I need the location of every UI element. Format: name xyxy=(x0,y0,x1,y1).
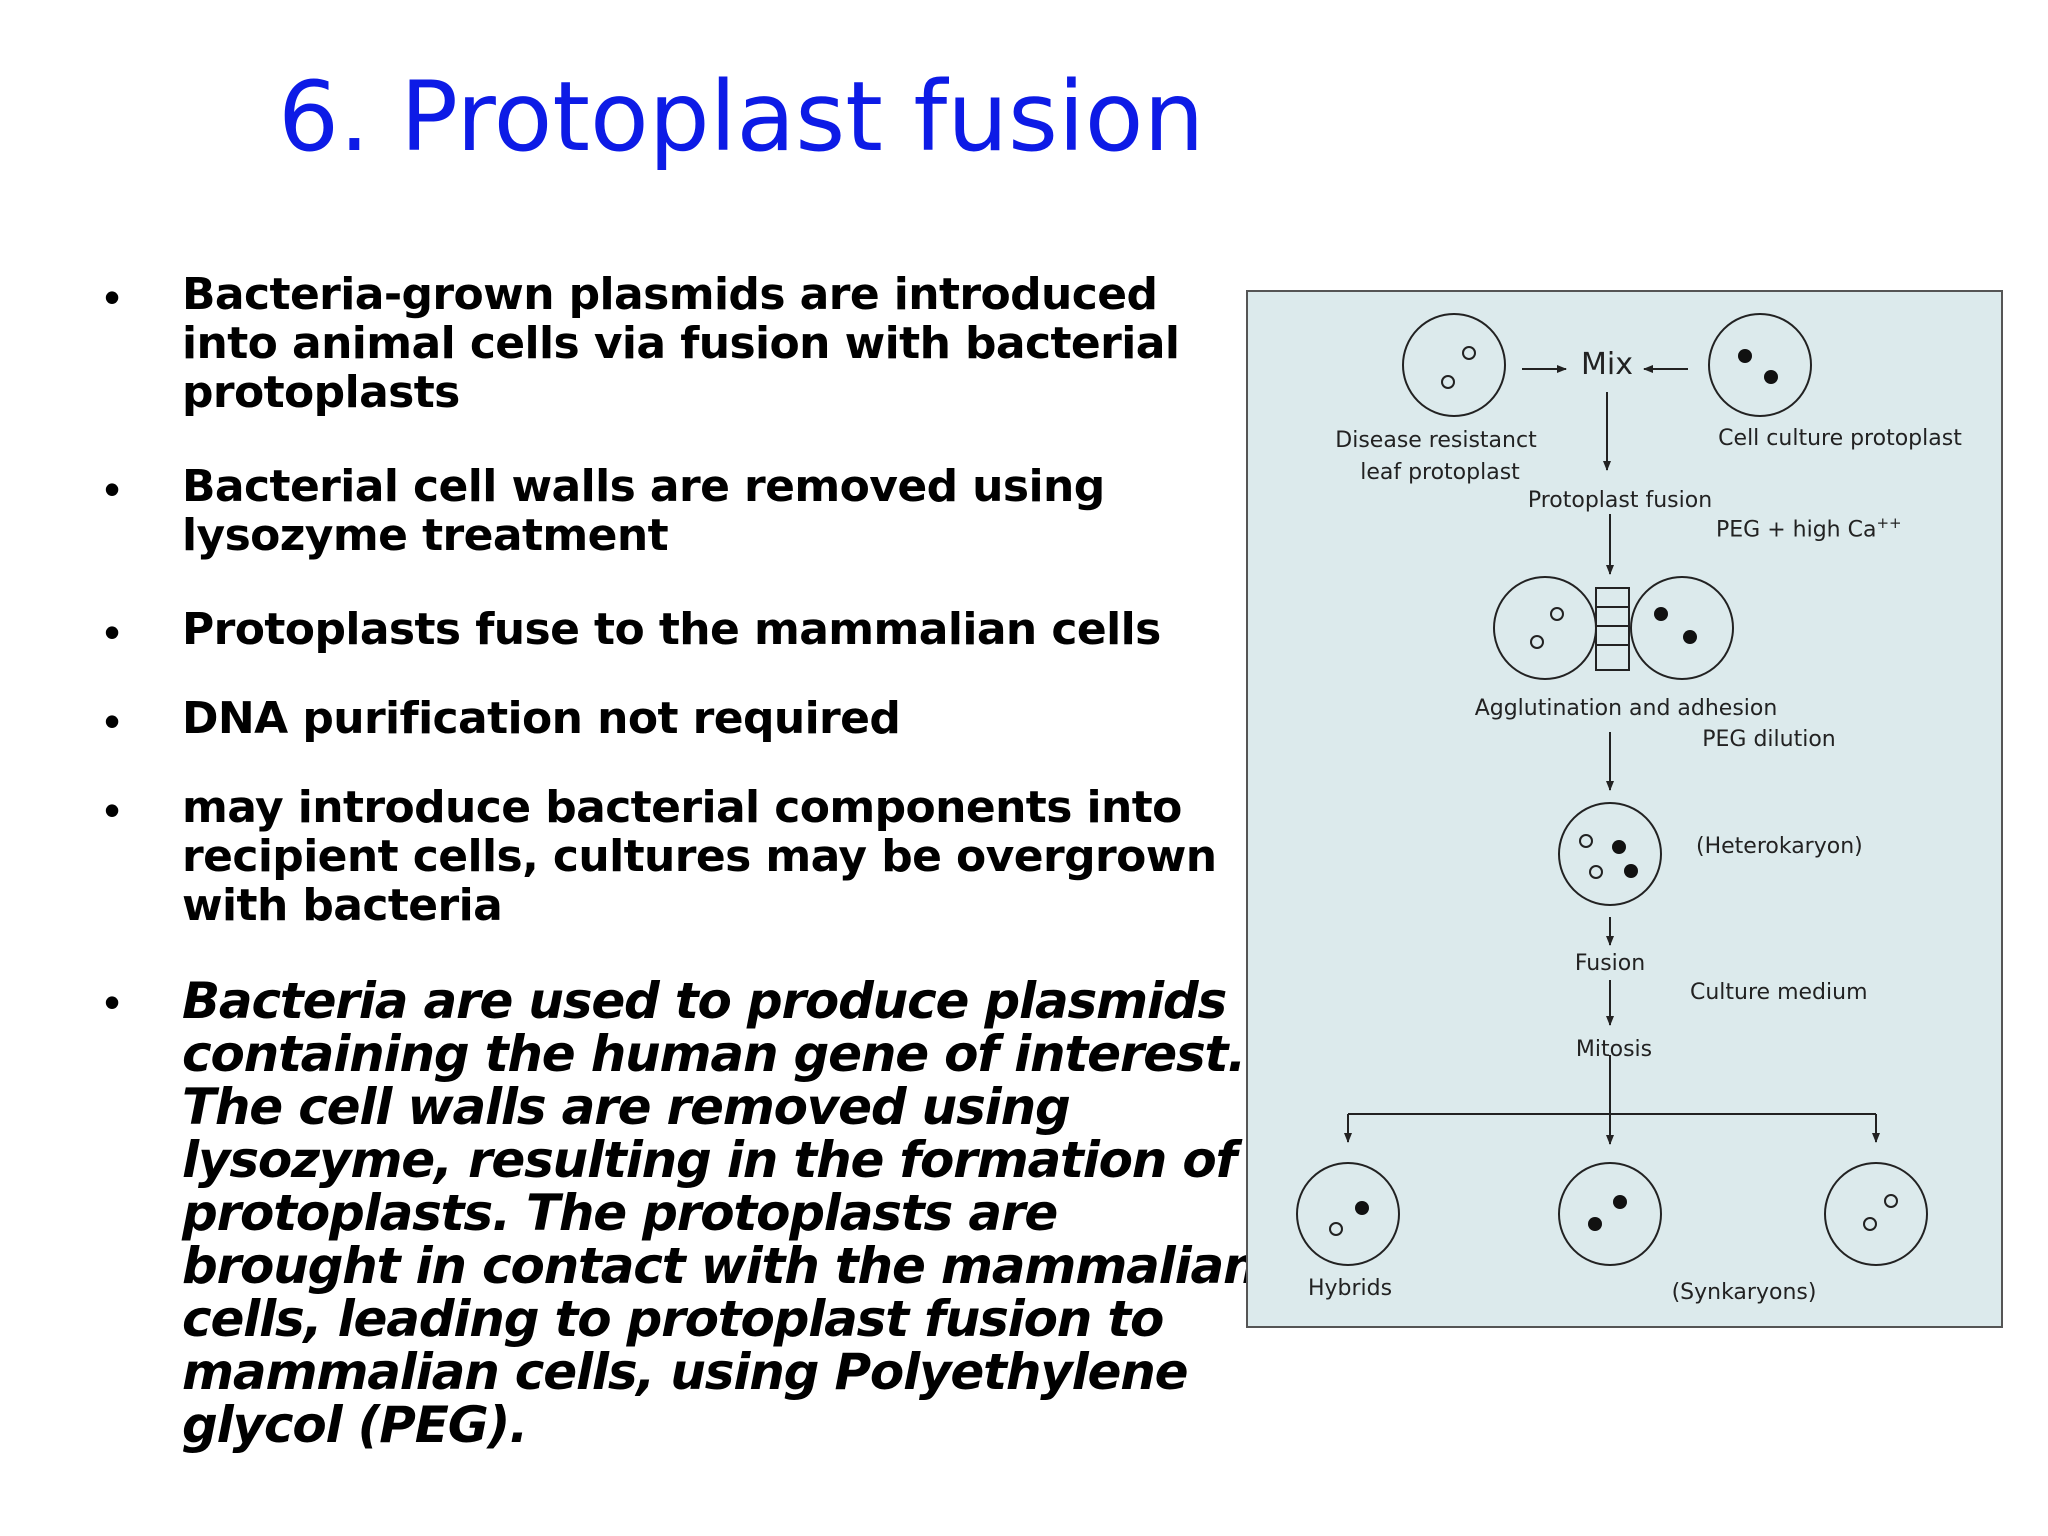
fusion-label: Fusion xyxy=(1574,951,1646,976)
bullet-marker: • xyxy=(104,271,121,323)
filled-nucleus xyxy=(1764,370,1778,384)
bullet-item: • Bacterial cell walls are removed using… xyxy=(100,462,1260,560)
agglutinating-cell-right xyxy=(1630,576,1734,680)
bullet-text: Bacterial cell walls are removed using l… xyxy=(182,461,1105,561)
bullet-text: Bacteria-grown plasmids are introduced i… xyxy=(182,269,1180,418)
bullet-marker: • xyxy=(104,463,121,515)
bullet-marker: • xyxy=(104,606,121,658)
disease-resistant-label-line1: Disease resistanct xyxy=(1335,428,1537,453)
bullet-marker: • xyxy=(104,695,121,747)
open-nucleus xyxy=(1579,834,1593,848)
bullet-item: • DNA purification not required xyxy=(100,693,1260,747)
open-nucleus xyxy=(1462,346,1476,360)
filled-nucleus xyxy=(1613,1195,1627,1209)
mix-label: Mix xyxy=(1581,347,1633,382)
hybrid-cell xyxy=(1296,1162,1400,1266)
synkaryons-label: (Synkaryons) xyxy=(1671,1280,1817,1305)
bullet-text: DNA purification not required xyxy=(182,693,901,744)
protoplast-fusion-label: Protoplast fusion xyxy=(1527,488,1713,513)
heterokaryon-label: (Heterokaryon) xyxy=(1696,834,1863,859)
open-nucleus xyxy=(1530,635,1544,649)
bullet-item: • may introduce bacterial components int… xyxy=(100,783,1260,930)
peg-high-ca-label: PEG + high Ca++ xyxy=(1716,514,1902,542)
open-nucleus xyxy=(1441,375,1455,389)
open-nucleus xyxy=(1329,1222,1343,1236)
hybrids-label: Hybrids xyxy=(1307,1276,1393,1301)
slide-title: 6. Protoplast fusion xyxy=(278,61,1205,173)
adhesion-bridge xyxy=(1595,587,1630,671)
bullet-item: • Bacteria-grown plasmids are introduced… xyxy=(100,270,1260,417)
open-nucleus xyxy=(1884,1194,1898,1208)
filled-nucleus xyxy=(1738,349,1752,363)
bullet-text-italic: Bacteria are used to produce plasmids co… xyxy=(182,972,1259,1454)
bullet-item: • Protoplasts fuse to the mammalian cell… xyxy=(100,604,1260,658)
bullet-list: • Bacteria-grown plasmids are introduced… xyxy=(100,270,1260,1452)
peg-high-ca-text: PEG + high Ca xyxy=(1716,517,1877,543)
bullet-marker: • xyxy=(104,784,121,836)
synkaryon-cell xyxy=(1558,1162,1662,1266)
bullet-item: • Bacteria are used to produce plasmids … xyxy=(100,975,1260,1452)
culture-protoplast-cell xyxy=(1708,313,1812,417)
diagram-graphics xyxy=(1296,313,1928,1266)
filled-nucleus xyxy=(1588,1217,1602,1231)
bullet-text: Protoplasts fuse to the mammalian cells xyxy=(182,604,1161,655)
agglutinating-cell-left xyxy=(1493,576,1597,680)
disease-resistant-label-line2: leaf protoplast xyxy=(1360,460,1520,485)
filled-nucleus xyxy=(1654,607,1668,621)
heterokaryon-cell xyxy=(1558,802,1662,906)
ca-superscript: ++ xyxy=(1876,514,1902,532)
filled-nucleus xyxy=(1683,630,1697,644)
open-nucleus xyxy=(1863,1217,1877,1231)
leaf-protoplast-cell xyxy=(1402,313,1506,417)
open-nucleus xyxy=(1589,865,1603,879)
peg-dilution-label: PEG dilution xyxy=(1702,727,1836,752)
mitosis-label: Mitosis xyxy=(1575,1037,1653,1062)
agglutination-label: Agglutination and adhesion xyxy=(1474,696,1778,721)
open-nucleus xyxy=(1550,607,1564,621)
filled-nucleus xyxy=(1355,1201,1369,1215)
filled-nucleus xyxy=(1624,864,1638,878)
protoplast-fusion-diagram: Mix Disease resistanct leaf protoplast C… xyxy=(1246,290,2003,1328)
cell-culture-label: Cell culture protoplast xyxy=(1718,426,1962,451)
bullet-text: may introduce bacterial components into … xyxy=(182,782,1217,931)
synkaryon-cell xyxy=(1824,1162,1928,1266)
bullet-marker: • xyxy=(104,976,121,1028)
filled-nucleus xyxy=(1612,840,1626,854)
culture-medium-label: Culture medium xyxy=(1690,980,1868,1005)
